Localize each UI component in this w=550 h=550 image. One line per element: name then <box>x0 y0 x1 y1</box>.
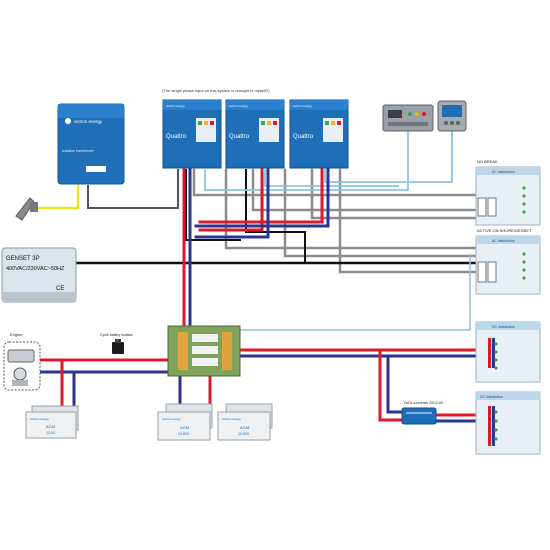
signal-wire-3 <box>324 131 453 183</box>
starter-battery-type: AGM <box>46 424 55 429</box>
engine-label: Engine <box>10 332 23 337</box>
signal-wire-4 <box>239 254 471 331</box>
dc-dist-1-title: DC distribution <box>492 325 515 329</box>
engine: Engine <box>3 332 41 391</box>
service-battery-2-brand: victron energy <box>222 417 241 421</box>
inverter-2: victron energy Quattro <box>225 99 285 169</box>
signal-wire-1 <box>204 131 409 191</box>
shore-power-plug-icon <box>15 197 38 221</box>
dcdc-converter: DcDc converter 24/12-60 <box>401 401 443 425</box>
no-break-caption: NO BREAK <box>477 159 498 164</box>
battery-isolator-label: Cycle battery isolator <box>100 333 134 337</box>
dcdc-label: DcDc converter 24/12-60 <box>404 401 443 405</box>
ac-distribution-shore-genset: ACTIVE ON SHORE/GENSET AC distribution <box>475 228 541 295</box>
isolation-transformer: victron energy Isolation transformer <box>57 103 125 185</box>
inverter-3: victron energy Quattro <box>289 99 349 169</box>
inverter-2-brand: victron energy <box>229 104 248 108</box>
ac-out-wire-1 <box>338 168 482 274</box>
dc-neg-inverter-2 <box>194 168 270 239</box>
ac-out-wire-3 <box>224 168 482 250</box>
alternator-icon <box>13 367 27 381</box>
system-monitor-panel <box>437 100 467 132</box>
genset-ce-mark: CE <box>56 286 64 292</box>
top-note: (The single phase input on this system i… <box>162 88 270 93</box>
genset-line-1: GENSET 3P <box>6 256 40 262</box>
ac-in-wire-2 <box>251 168 482 212</box>
dc-pos-inverter-2 <box>198 168 264 232</box>
remote-control-panel <box>382 104 434 132</box>
genset-wire-3 <box>245 169 306 264</box>
service-battery-1-type: AGM <box>180 425 189 430</box>
dc-distribution-24v: DC distribution <box>475 321 541 383</box>
inverter-1-brand: victron energy <box>166 104 185 108</box>
inverter-2-name: Quattro <box>229 134 250 140</box>
service-battery-1: victron energy AGM 12-800 <box>157 403 213 441</box>
signal-wire-2 <box>264 169 399 187</box>
starter-battery-spec: 12-60 <box>46 431 55 435</box>
starter-battery-brand: victron energy <box>30 417 49 421</box>
transformer-label: Isolation transformer <box>62 149 95 153</box>
genset: GENSET 3P 400VAC/230VAC~50HZ CE <box>1 247 77 303</box>
inverter-1-name: Quattro <box>166 134 187 140</box>
dcdc-neg-wire <box>386 354 402 414</box>
dc-dist-2-title: DC distribution <box>480 395 503 399</box>
ac-out-wire-2 <box>283 168 482 258</box>
ac-dist-2-title: AC distribution <box>492 239 515 243</box>
dcdc-pos-wire <box>378 348 402 422</box>
dc-distribution-12v: DC distribution <box>475 391 541 455</box>
wiring <box>28 131 492 423</box>
battery-isolator: Cycle battery isolator <box>100 333 134 354</box>
dc-neg-inverter-3 <box>194 168 330 228</box>
victron-logo-icon <box>65 118 71 124</box>
inverter-3-brand: victron energy <box>293 104 312 108</box>
shore-input-wire <box>28 184 80 210</box>
service-battery-2-type: AGM <box>240 425 249 430</box>
ac-in-wire-1 <box>192 168 482 197</box>
shore-genset-caption: ACTIVE ON SHORE/GENSET <box>477 228 532 233</box>
genset-line-2: 400VAC/230VAC~50HZ <box>6 266 65 272</box>
ac-dist-1-title: AC distribution <box>492 170 515 174</box>
inverter-3-name: Quattro <box>293 134 314 140</box>
ac-distribution-no-break: NO BREAK AC distribution <box>475 159 541 226</box>
service-battery-2-spec: 12-800 <box>238 432 249 436</box>
inverter-1: victron energy Quattro <box>162 99 222 169</box>
service-battery-2: victron energy AGM 12-800 <box>217 403 273 441</box>
transformer-brand: victron energy <box>74 119 103 124</box>
starter-battery: victron energy AGM 12-60 <box>25 405 79 439</box>
service-battery-1-spec: 12-800 <box>178 432 189 436</box>
transformer-output-wire <box>87 169 179 209</box>
genset-wire-2 <box>185 169 241 241</box>
dc-pos-inverter-3 <box>198 168 324 224</box>
service-battery-1-brand: victron energy <box>162 417 181 421</box>
dc-busbar <box>167 325 241 377</box>
